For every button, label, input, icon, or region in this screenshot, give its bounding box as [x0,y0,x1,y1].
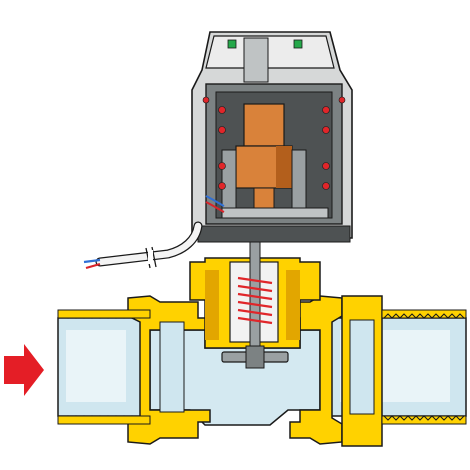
actuator-base [197,225,351,243]
wire-end-red [85,262,101,270]
valve-stem-assembly [221,230,289,369]
right-threaded-tail-top [381,309,467,319]
valve-stem [249,239,261,361]
right-union-ring [349,319,375,415]
power-cable [83,221,203,270]
actuator-head [191,31,353,243]
coil-core-shadow [276,146,292,188]
valve-disc-holder [245,345,265,369]
inner-block-left [221,149,237,209]
coil-core-top [243,103,285,147]
coil-core-shaft [253,187,275,209]
inner-block-right [291,149,307,209]
wire-entry-blue [205,195,225,207]
wire-entry-red [205,201,225,213]
wire-end-blue [83,258,101,264]
right-threads [383,313,465,421]
left-pipe-highlight [66,330,126,402]
brass-fittings [57,257,467,447]
cable-gap [148,250,153,264]
left-threaded-tail-top [57,309,151,319]
actuator-cap [205,35,335,69]
spring-contacts [202,96,346,190]
bonnet-shadow-right [286,270,300,340]
arrow-right-icon [4,344,44,396]
right-threaded-tail-bottom [381,415,467,425]
stem-spring [237,276,273,325]
left-union-ring [159,321,185,413]
led-left [227,39,237,49]
cable-sheath-fill [96,222,202,266]
led-right [293,39,303,49]
inner-plate [221,207,329,219]
bonnet-shadow-left [205,270,219,340]
left-threaded-tail-bottom [57,415,151,425]
cap-center-post [243,37,269,83]
